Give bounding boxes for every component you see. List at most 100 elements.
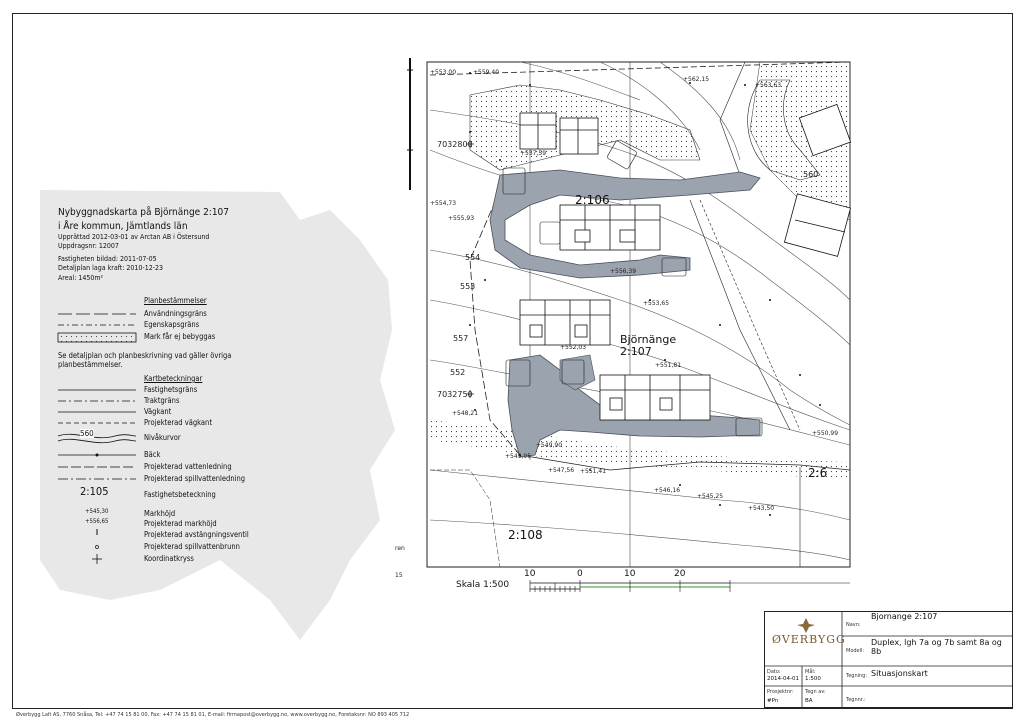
contour-label: 557	[453, 334, 469, 343]
contour-label: 560	[803, 170, 819, 179]
scale-key: Mål:	[805, 669, 816, 675]
model-value: Duplex, lgh 7a og 7b samt 8a og 8b	[871, 638, 1002, 656]
coordinate-crosses	[466, 140, 474, 398]
legend-row: Projekterad spillvattenledning	[52, 473, 382, 484]
legend-row-label: Fastighetsgräns	[144, 385, 198, 394]
building-right-existing	[783, 103, 852, 257]
legend-row-label: Markhöjd	[144, 509, 176, 518]
legend-row: 560 Nivåkurvor	[52, 429, 382, 443]
height-label: +556,39	[610, 268, 637, 275]
name-value: Bjornange 2:107	[871, 612, 938, 621]
height-label: +562,15	[683, 76, 710, 83]
height-label: +549,95	[505, 453, 532, 460]
name-key: Navn:	[846, 622, 861, 628]
scale-tick-label: 10	[524, 569, 536, 579]
background-shade	[40, 190, 395, 640]
legend-row: Traktgräns	[52, 395, 382, 406]
legend-row-label: Användningsgräns	[144, 309, 207, 318]
legend-row: Bäck	[52, 449, 382, 460]
legend-row-label: Traktgräns	[144, 396, 180, 405]
contour-label: 552	[450, 368, 466, 377]
height-label: +553,00	[430, 69, 457, 76]
legend-row: Projekterad vägkant	[52, 417, 382, 428]
contour-label: 553	[460, 282, 476, 291]
legend-row: Användningsgräns	[52, 308, 382, 319]
buildings	[519, 103, 852, 421]
date-value: 2014-04-01	[767, 676, 799, 682]
legend-row: Projekterad spillvattenbrunn	[52, 541, 382, 552]
drawing-value: Situasjonskart	[871, 669, 928, 678]
parcel-label-6: 2:6	[808, 466, 828, 480]
legend-row-label: Projekterad avstängningsventil	[144, 530, 249, 539]
drawing-number-key: Tegnnr.:	[846, 697, 866, 703]
plan-header: Planbestämmelser	[144, 296, 207, 305]
height-sample: +545,30	[85, 508, 109, 515]
building-middle	[519, 299, 611, 346]
building-top-left	[519, 112, 599, 155]
drawing-key: Tegning:	[846, 673, 868, 679]
legend-info: Fastigheten bildad: 2011-07-05	[58, 255, 157, 263]
legend-info: Uppdragsnr: 12007	[58, 242, 119, 250]
legend-row-label: Projekterad spillvattenledning	[144, 474, 246, 483]
legend-symbols	[57, 313, 137, 564]
scale-tick-label: 0	[577, 569, 583, 579]
legend-row-label: Vägkant	[144, 407, 172, 416]
sheet-border	[12, 13, 1013, 709]
scale-value: 1:500	[805, 676, 821, 682]
height-label: +547,56	[548, 467, 575, 474]
height-label: +549,90	[536, 442, 563, 449]
building-lower-row	[599, 374, 711, 421]
building-upper-row	[559, 204, 661, 251]
height-label: +545,25	[697, 493, 724, 500]
legend-row-label: Bäck	[144, 450, 161, 459]
legend-note: Se detaljplan och planbeskrivning vad gä…	[58, 351, 232, 369]
drawn-by-value: BA	[805, 698, 813, 704]
legend-row: +545,30 Markhöjd	[52, 508, 382, 519]
legend-row-label: Nivåkurvor	[144, 433, 181, 442]
parking-areas	[502, 140, 763, 437]
legend-row: Projekterad vattenledning	[52, 461, 382, 472]
legend-row: Koordinatkryss	[52, 553, 382, 564]
height-label: +550,99	[812, 430, 839, 437]
height-label: +551,81	[655, 362, 682, 369]
legend-row-label: Fastighetsbeteckning	[144, 490, 216, 499]
height-label: +548,21	[452, 410, 479, 417]
height-label: +546,16	[654, 487, 681, 494]
legend-row-label: Egenskapsgräns	[144, 320, 200, 329]
footer-contact: Øverbygg Lalt AS, 7760 Snåsa, Tel: +47 7…	[16, 712, 410, 718]
legend-row-label: Koordinatkryss	[144, 554, 194, 563]
legend-row: Egenskapsgräns	[52, 319, 382, 330]
road-lower-turn	[559, 354, 596, 391]
company-name: ØVERBYGG	[772, 633, 846, 646]
legend-info: Areal: 1450m²	[58, 274, 104, 282]
height-label: +554,73	[430, 200, 457, 207]
height-label: +552,03	[560, 344, 587, 351]
parcel-label-main: Björnänge	[620, 333, 677, 346]
proj-height-sample: +556,65	[85, 518, 109, 525]
legend-row-label: Projekterad vattenledning	[144, 462, 232, 471]
parcel-sample: 2:105	[80, 485, 109, 498]
coordinate-label-top: 7032800	[437, 140, 473, 149]
legend-info: Upprättad 2012-03-01 av Arctan AB i Öste…	[58, 233, 210, 241]
height-label: +555,93	[448, 215, 475, 222]
model-key: Modell:	[846, 648, 865, 654]
road-upper	[489, 169, 761, 279]
company-logo-emblem	[797, 618, 815, 633]
legend-row-label: Projekterad spillvattenbrunn	[144, 542, 240, 551]
height-points	[469, 72, 821, 516]
legend-row-label: Projekterad vägkant	[144, 418, 212, 427]
legend-info: Detaljplan laga kraft: 2010-12-23	[58, 264, 163, 272]
scale-tick-label: 10	[624, 569, 636, 579]
drawn-by-key: Tegn av:	[805, 689, 826, 695]
side-text-2: 15	[395, 572, 403, 579]
project-key: Prosjektnr:	[767, 689, 794, 695]
height-label: +559,40	[473, 69, 500, 76]
scale-bar	[529, 580, 850, 592]
legend-row: 2:105 Fastighetsbeteckning	[52, 485, 382, 500]
height-label: +553,65	[643, 300, 670, 307]
height-label: +563,63	[755, 82, 782, 89]
legend-row-label: Mark får ej bebyggas	[144, 332, 216, 341]
legend-title: Nybyggnadskarta på Björnänge 2:107	[58, 207, 229, 218]
coordinate-label-bottom: 7032750	[437, 390, 473, 399]
height-label: +557,59	[520, 150, 547, 157]
